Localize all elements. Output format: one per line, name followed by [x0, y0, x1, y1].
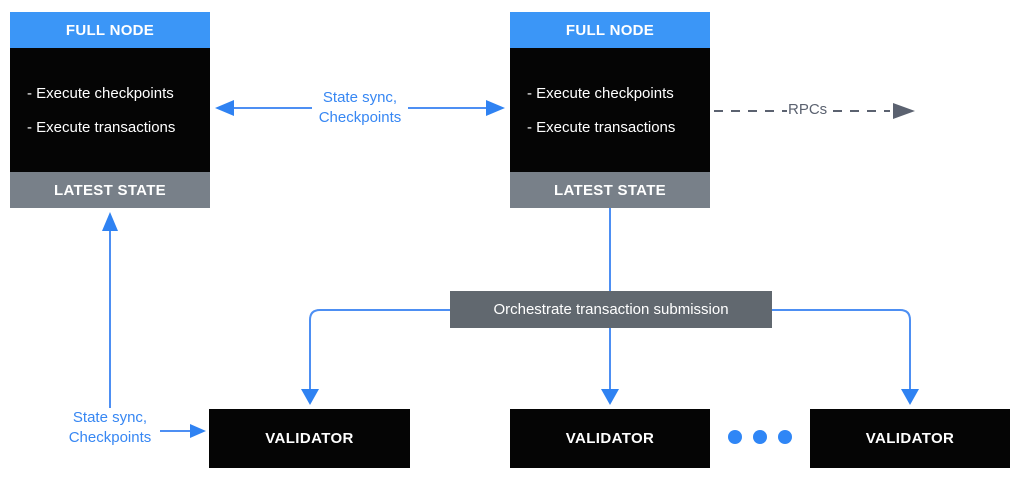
ellipsis-dot-icon [728, 430, 742, 444]
state-sync-top-label-line1: State sync, [322, 89, 398, 106]
arrow-right-small-icon [190, 424, 206, 438]
validator-ellipsis [728, 430, 792, 444]
state-sync-bottom-label-line2: Checkpoints [68, 429, 152, 446]
full-node-1-item-checkpoints: - Execute checkpoints [27, 84, 174, 102]
state-sync-top-label-line2: Checkpoints [318, 109, 402, 126]
ellipsis-dot-icon [778, 430, 792, 444]
full-node-2-title: FULL NODE [510, 12, 710, 48]
arrow-left-icon [215, 100, 234, 116]
arrow-down-right-icon [901, 389, 919, 405]
state-sync-top-label: State sync, Checkpoints [312, 88, 408, 128]
ellipsis-dot-icon [753, 430, 767, 444]
full-node-2-item-transactions: - Execute transactions [527, 118, 676, 136]
validator-box-3: VALIDATOR [810, 409, 1010, 468]
arrow-right-icon [486, 100, 505, 116]
full-node-2-latest-state: LATEST STATE [510, 172, 710, 208]
full-node-1-body: - Execute checkpoints - Execute transact… [10, 48, 210, 172]
full-node-2-item-checkpoints: - Execute checkpoints [527, 84, 674, 102]
full-node-1-latest-state: LATEST STATE [10, 172, 210, 208]
full-node-1-title: FULL NODE [10, 12, 210, 48]
arrow-down-left-icon [301, 389, 319, 405]
full-node-box-2: FULL NODE - Execute checkpoints - Execut… [510, 12, 710, 208]
rpcs-label: RPCs [787, 101, 829, 118]
full-node-1-item-transactions: - Execute transactions [27, 118, 176, 136]
arrow-up-icon [102, 212, 118, 231]
validator-box-1: VALIDATOR [209, 409, 410, 468]
full-node-2-body: - Execute checkpoints - Execute transact… [510, 48, 710, 172]
state-sync-bottom-label: State sync, Checkpoints [60, 408, 160, 448]
full-node-box-1: FULL NODE - Execute checkpoints - Execut… [10, 12, 210, 208]
orchestrator-box: Orchestrate transaction submission [450, 291, 772, 328]
rpc-arrowhead-icon [893, 103, 915, 119]
validator-box-2: VALIDATOR [510, 409, 710, 468]
state-sync-bottom-label-line1: State sync, [72, 409, 148, 426]
arrow-down-center-icon [601, 389, 619, 405]
